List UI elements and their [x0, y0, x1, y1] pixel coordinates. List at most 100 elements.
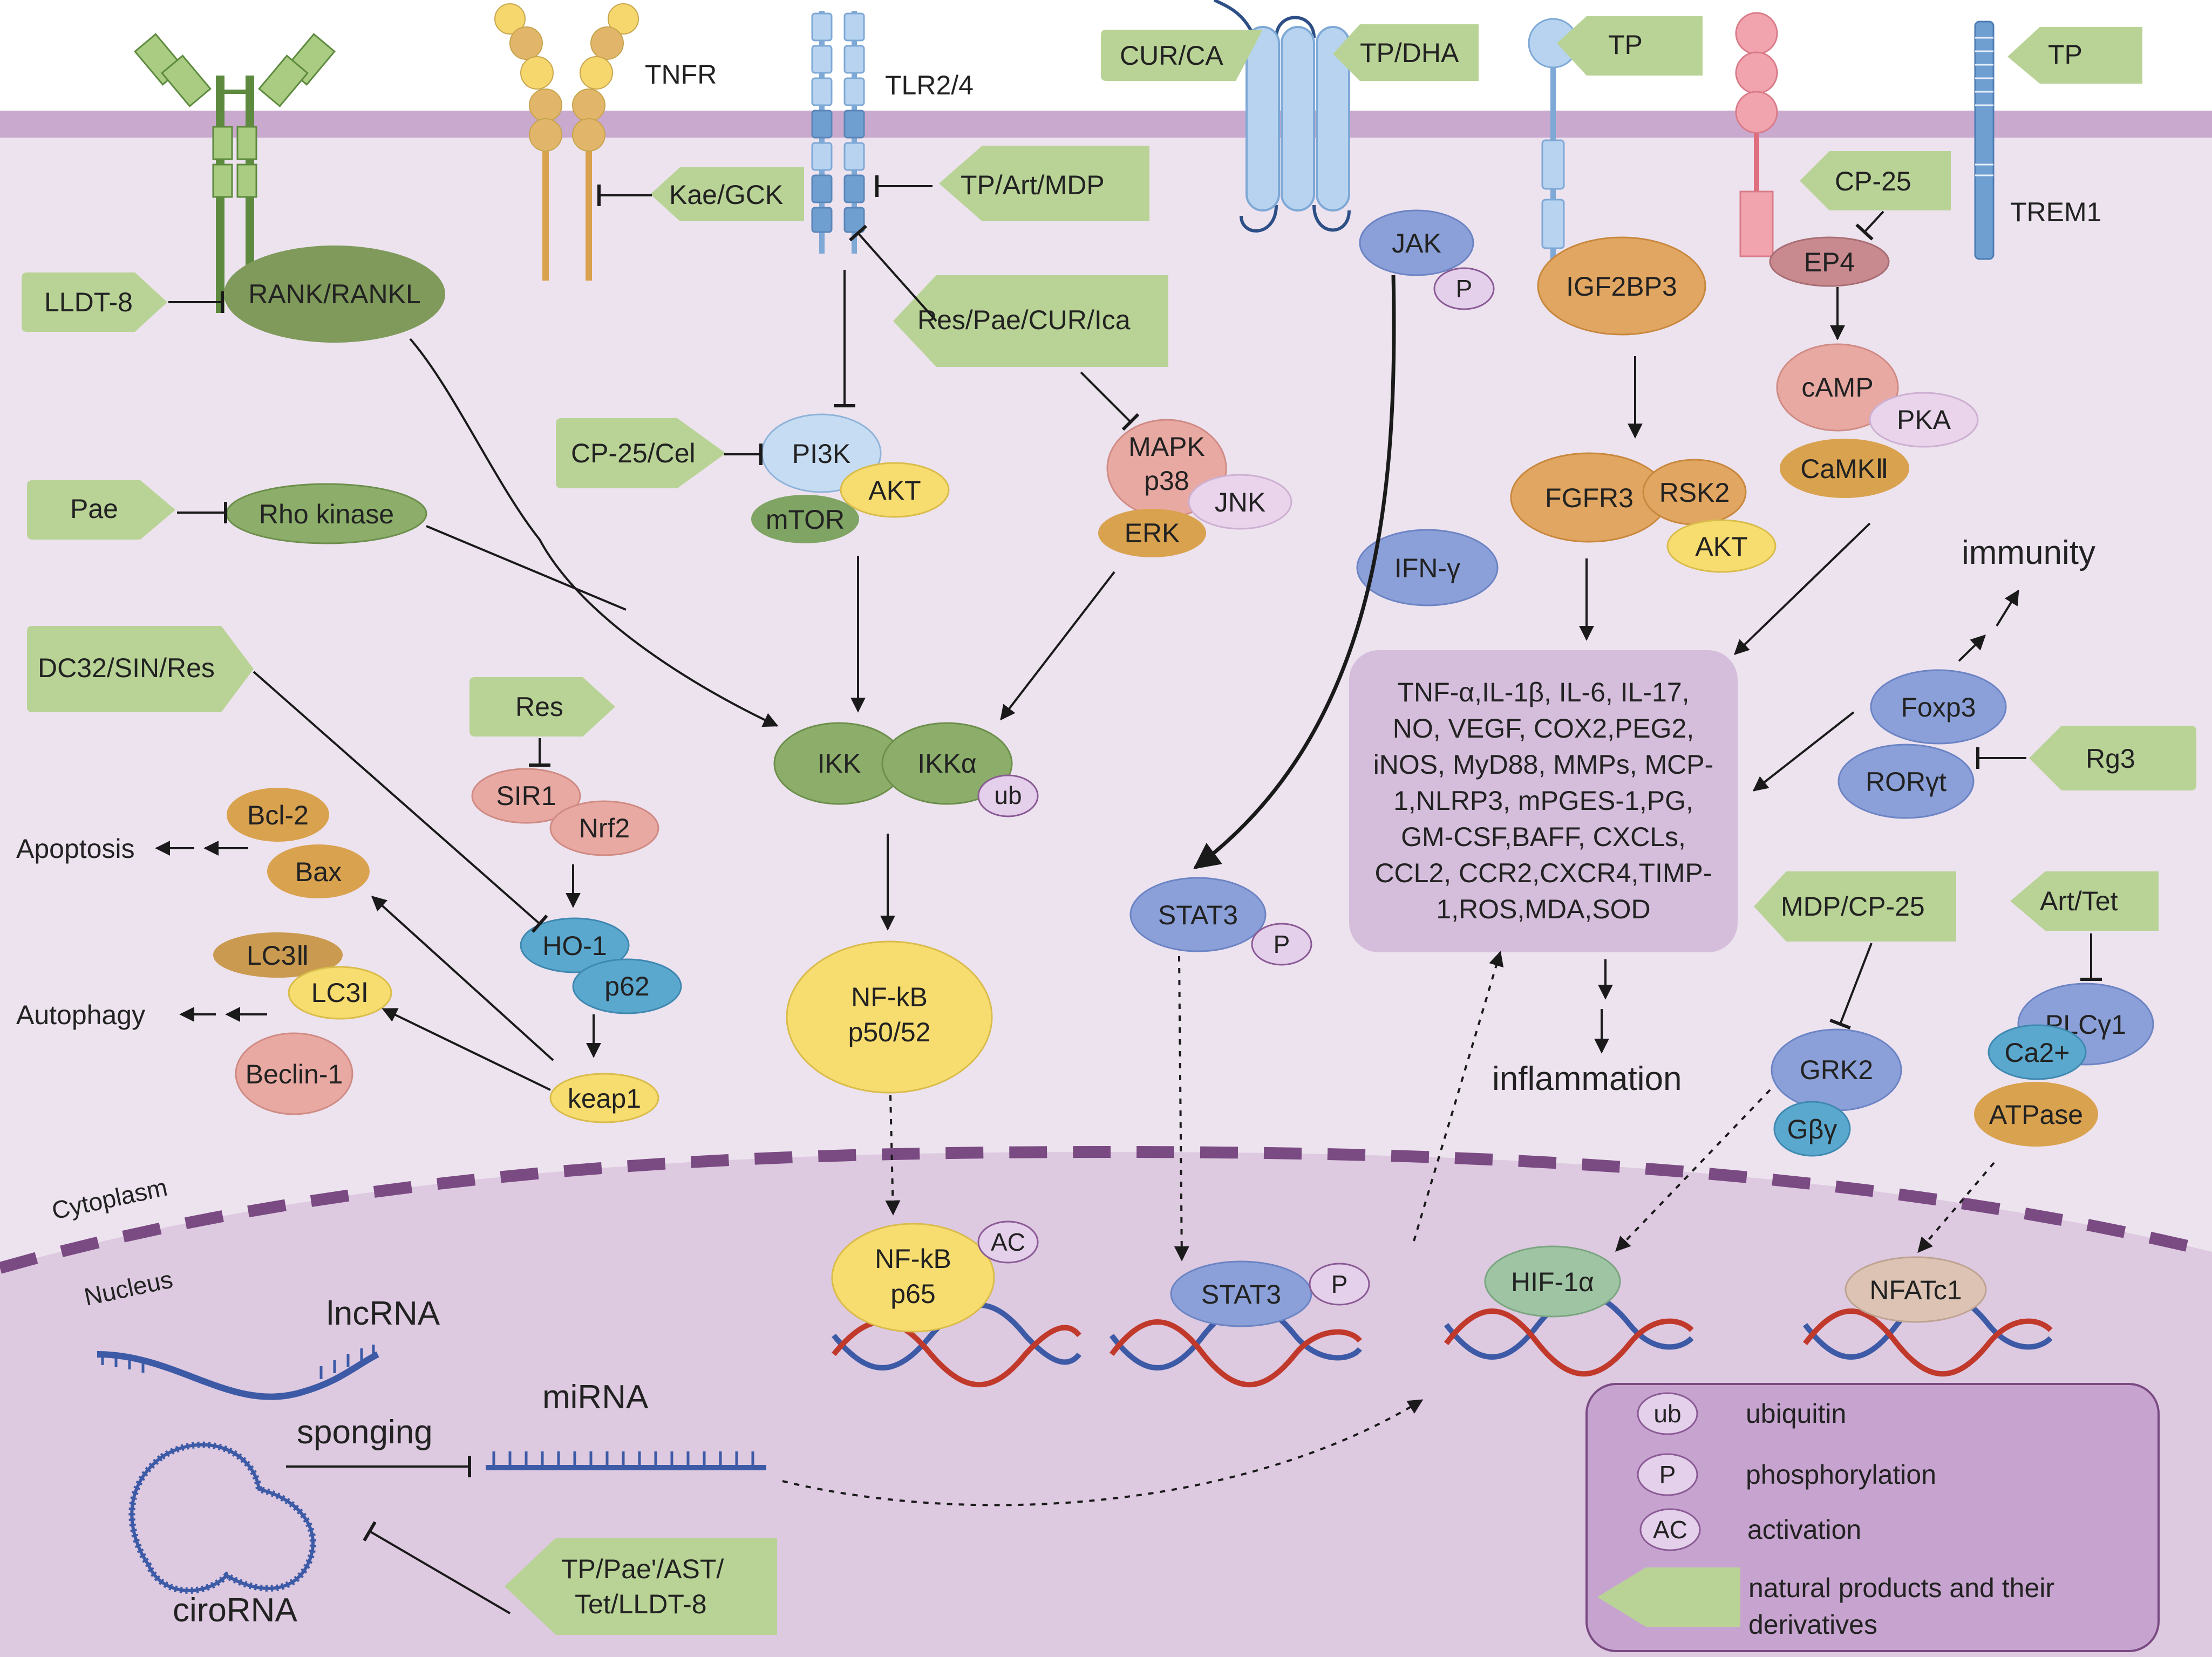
svg-text:Res: Res: [515, 692, 563, 722]
ep4: EP4: [1769, 236, 1890, 287]
drug-tag-tp-art-mdp: TP/Art/MDP: [939, 146, 1149, 221]
svg-text:CUR/CA: CUR/CA: [1120, 40, 1223, 71]
autophagy-label: Autophagy: [16, 1000, 145, 1030]
drug-tag-kae-gck: Kae/GCK: [650, 167, 804, 221]
nuclear-envelope: [0, 1145, 2212, 1274]
svg-text:p38: p38: [1144, 466, 1189, 496]
drug-tag-res-pae-cur-ica: Res/Pae/CUR/Ica: [893, 275, 1168, 367]
circrna-label: ciroRNA: [173, 1592, 297, 1629]
svg-text:P: P: [1331, 1270, 1348, 1298]
cytokine-line-4: 1,NLRP3, mPGES-1,PG,: [1393, 786, 1693, 816]
keap1: keap1: [549, 1073, 659, 1123]
drug-tag-rg3: Rg3: [2029, 726, 2196, 790]
svg-text:Rg3: Rg3: [2086, 744, 2135, 774]
svg-text:LC3Ⅱ: LC3Ⅱ: [247, 940, 309, 971]
svg-text:TP: TP: [2048, 39, 2082, 70]
camp-pka-camk: cAMP PKA CaMKⅡ: [1776, 343, 1979, 498]
svg-text:Pae: Pae: [70, 494, 118, 524]
tnfr-receptor: [494, 3, 639, 281]
svg-text:NF-kB: NF-kB: [851, 982, 928, 1012]
sponging-label: sponging: [297, 1414, 433, 1451]
cytokine-line-6: CCL2, CCR2,CXCR4,TIMP-: [1374, 858, 1712, 888]
svg-text:TP: TP: [1608, 30, 1643, 60]
ifn-gamma: IFN-γ: [1356, 529, 1499, 606]
svg-text:ub: ub: [994, 781, 1022, 809]
svg-text:AKT: AKT: [1695, 531, 1747, 562]
svg-text:NFATc1: NFATc1: [1869, 1275, 1962, 1305]
svg-text:TP/DHA: TP/DHA: [1360, 38, 1459, 68]
mapk-complex: MAPK p38 JNK ERK: [1098, 419, 1292, 557]
svg-text:EP4: EP4: [1804, 247, 1855, 277]
svg-text:CP-25/Cel: CP-25/Cel: [571, 438, 696, 468]
drug-tag-dc32-sin-res: DC32/SIN/Res: [27, 626, 254, 712]
legend-p-symbol-text: P: [1659, 1461, 1676, 1489]
tlr-label: TLR2/4: [885, 70, 974, 100]
legend-ac-symbol-text: AC: [1653, 1516, 1687, 1544]
stat3-nuclear: STAT3 P: [1170, 1260, 1370, 1327]
svg-text:p65: p65: [890, 1279, 935, 1309]
svg-text:Foxp3: Foxp3: [1901, 692, 1976, 722]
drug-tag-tp-igf: TP: [1557, 16, 1703, 76]
drug-tag-cp25-ep4: CP-25: [1800, 151, 1951, 210]
apoptosis-proteins: Bcl-2 Bax: [227, 788, 370, 898]
svg-text:TP/Art/MDP: TP/Art/MDP: [961, 170, 1105, 200]
igf2bp3: IGF2BP3: [1537, 236, 1706, 336]
autophagy-proteins: LC3Ⅱ LC3Ⅰ Beclin-1: [213, 932, 392, 1115]
ho1-complex: HO-1 p62: [520, 917, 682, 1014]
svg-text:ATPase: ATPase: [1989, 1100, 2083, 1130]
svg-text:Bcl-2: Bcl-2: [247, 800, 309, 830]
foxp3-rorgt: Foxp3 RORγt: [1837, 669, 2007, 819]
svg-text:IKK: IKK: [818, 748, 861, 779]
gpcr-receptor: [1213, 0, 1351, 233]
svg-text:p62: p62: [604, 971, 649, 1001]
svg-text:FGFR3: FGFR3: [1545, 483, 1634, 513]
drug-tag-lldt8: LLDT-8: [22, 272, 167, 332]
drug-tag-mdp-cp25: MDP/CP-25: [1754, 871, 1956, 942]
svg-text:PI3K: PI3K: [792, 439, 850, 469]
drug-tag-tp-trem: TP: [2007, 27, 2142, 84]
svg-text:DC32/SIN/Res: DC32/SIN/Res: [38, 653, 215, 683]
svg-text:IGF2BP3: IGF2BP3: [1566, 271, 1677, 302]
legend-ub-symbol: [1637, 1392, 1698, 1435]
legend-p-symbol: [1637, 1453, 1698, 1496]
legend-ub-label: ubiquitin: [1746, 1399, 1846, 1429]
svg-text:Beclin-1: Beclin-1: [246, 1059, 343, 1089]
svg-text:Nrf2: Nrf2: [579, 813, 630, 843]
drug-tag-cp25-cel: CP-25/Cel: [556, 418, 726, 488]
trem1-receptor: [1974, 21, 1995, 260]
svg-text:cAMP: cAMP: [1801, 372, 1873, 403]
svg-text:CP-25: CP-25: [1835, 166, 1911, 196]
nrf2-complex: SIR1 Nrf2: [471, 768, 659, 856]
ikk-complex: IKK IKKα ub: [773, 722, 1039, 817]
legend: ub ubiquitin P phosphorylation AC activa…: [1585, 1383, 2160, 1652]
lncrna-label: lncRNA: [326, 1295, 440, 1332]
cell-membrane: [0, 111, 2212, 138]
svg-text:Kae/GCK: Kae/GCK: [669, 180, 783, 210]
immunity-label: immunity: [1962, 534, 2095, 571]
svg-text:mTOR: mTOR: [766, 504, 845, 535]
grk2-complex: GRK2 Gβγ: [1771, 1028, 1902, 1157]
drug-tag-tp-circrna: TP/Pae'/AST/ Tet/LLDT-8: [505, 1538, 777, 1635]
inflammation-label: inflammation: [1492, 1060, 1682, 1097]
svg-text:Bax: Bax: [295, 857, 342, 887]
connectors: [155, 175, 2102, 1614]
svg-text:RANK/RANKL: RANK/RANKL: [248, 279, 421, 309]
apoptosis-label: Apoptosis: [16, 834, 135, 864]
svg-text:RSK2: RSK2: [1659, 478, 1730, 508]
drug-tag-res: Res: [469, 677, 615, 737]
svg-text:SIR1: SIR1: [496, 781, 556, 811]
stat3-cytoplasmic: STAT3 P: [1129, 877, 1312, 966]
drug-tag-art-tet: Art/Tet: [2010, 871, 2159, 931]
tnfr-label: TNFR: [645, 59, 717, 90]
svg-text:STAT3: STAT3: [1201, 1279, 1281, 1310]
legend-ac-label: activation: [1747, 1515, 1861, 1545]
svg-text:p50/52: p50/52: [848, 1017, 931, 1047]
cytokine-line-7: 1,ROS,MDA,SOD: [1436, 894, 1650, 924]
svg-text:IKKα: IKKα: [917, 748, 977, 779]
legend-ac-symbol: [1639, 1508, 1701, 1551]
nfatc1: NFATc1: [1845, 1256, 1987, 1323]
jak: JAK P: [1359, 209, 1495, 310]
svg-text:JNK: JNK: [1215, 487, 1265, 517]
